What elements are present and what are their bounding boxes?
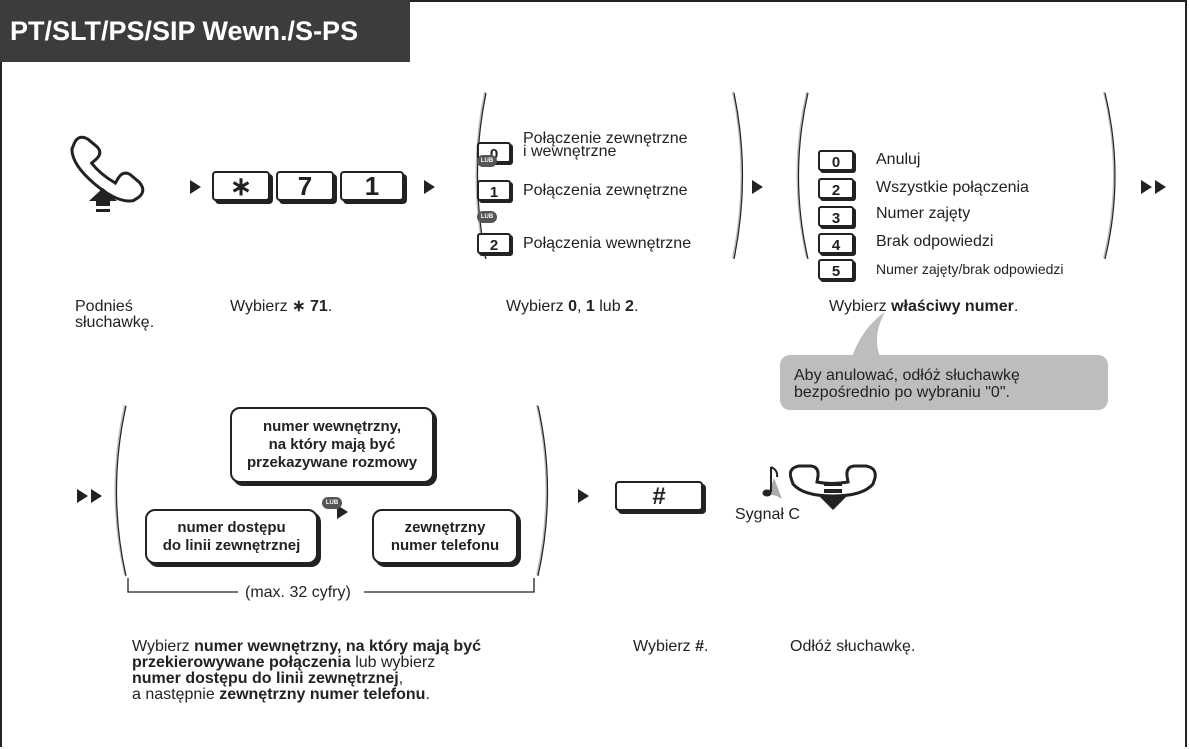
caption-dest-line2: przekierowywane połączenia lub wybierz bbox=[132, 654, 436, 671]
cancel-note: Aby anulować, odłóż słuchawkę bezpośredn… bbox=[780, 355, 1108, 410]
mode-label-2: Wszystkie połączenia bbox=[876, 179, 1029, 196]
or-badge: LUB bbox=[477, 211, 497, 223]
caption-select-type: Wybierz 0, 1 lub 2. bbox=[506, 298, 639, 315]
flow-arrow-icon bbox=[752, 180, 763, 194]
key-hash: # bbox=[615, 481, 703, 511]
flow-arrow-icon bbox=[1155, 180, 1166, 194]
caption-select-mode: Wybierz właściwy numer. bbox=[829, 298, 1019, 315]
mode-label-0: Anuluj bbox=[876, 151, 921, 168]
option-label-0-line1: Połączenie zewnętrzne bbox=[523, 130, 688, 147]
external-phone-number-box: zewnętrzny numer telefonu bbox=[372, 509, 518, 564]
flow-arrow-icon bbox=[91, 489, 102, 503]
mode-key-5: 5 bbox=[818, 259, 854, 280]
mode-label-4: Brak odpowiedzi bbox=[876, 233, 994, 250]
mode-key-0: 0 bbox=[818, 150, 854, 171]
caption-dial-hash: Wybierz #. bbox=[633, 638, 709, 655]
up-arrow-icon bbox=[89, 188, 117, 201]
caption-lift-line2: słuchawkę. bbox=[75, 314, 155, 331]
extension-number-box: numer wewnętrzny, na który mają być prze… bbox=[230, 407, 434, 483]
caption-dest-line3: numer dostępu do linii zewnętrznej, bbox=[132, 670, 404, 687]
mode-label-3: Numer zajęty bbox=[876, 205, 971, 222]
flow-arrow-icon bbox=[190, 180, 201, 194]
key-7: 7 bbox=[276, 171, 334, 201]
max-digits-label: (max. 32 cyfry) bbox=[245, 584, 351, 601]
flow-arrow-icon bbox=[578, 489, 589, 503]
option-label-2: Połączenia wewnętrzne bbox=[523, 235, 692, 252]
on-hook-handset-icon bbox=[788, 464, 877, 510]
caption-dest-line4: a następnie zewnętrzny numer telefonu. bbox=[132, 686, 430, 703]
caption-lift-line1: Podnieś bbox=[75, 298, 133, 315]
music-note-icon bbox=[762, 466, 782, 499]
mode-key-3: 3 bbox=[818, 206, 854, 227]
caption-dial-code: Wybierz ∗ 71. bbox=[230, 298, 333, 315]
page-title: PT/SLT/PS/SIP Wewn./S-PS bbox=[0, 0, 410, 62]
flow-arrow-icon bbox=[337, 505, 348, 519]
key-1: 1 bbox=[340, 171, 404, 201]
mode-label-5: Numer zajęty/brak odpowiedzi bbox=[876, 261, 1064, 277]
option-key-1: 1 bbox=[477, 180, 511, 201]
confirmation-tone-label: Sygnał C bbox=[735, 506, 800, 523]
mode-key-4: 4 bbox=[818, 233, 854, 254]
or-badge: LUB bbox=[322, 497, 342, 509]
mode-key-2: 2 bbox=[818, 178, 854, 199]
option-key-2: 2 bbox=[477, 233, 511, 254]
option-label-1: Połączenia zewnętrzne bbox=[523, 182, 688, 199]
or-badge: LUB bbox=[477, 155, 497, 167]
cancel-note-line2: bezpośrednio po wybraniu "0". bbox=[794, 384, 1010, 401]
off-hook-handset-icon bbox=[70, 135, 145, 203]
line-access-number-box: numer dostępu do linii zewnętrznej bbox=[145, 509, 318, 564]
flow-arrow-icon bbox=[1141, 180, 1152, 194]
key-star: ∗ bbox=[212, 171, 270, 201]
caption-hang-up: Odłóż słuchawkę. bbox=[790, 638, 916, 655]
flow-arrow-icon bbox=[77, 489, 88, 503]
option-label-0-line2: i wewnętrzne bbox=[523, 143, 617, 160]
cancel-note-line1: Aby anulować, odłóż słuchawkę bbox=[794, 367, 1020, 384]
flow-arrow-icon bbox=[424, 180, 435, 194]
caption-dest-line1: Wybierz numer wewnętrzny, na który mają … bbox=[132, 638, 481, 655]
